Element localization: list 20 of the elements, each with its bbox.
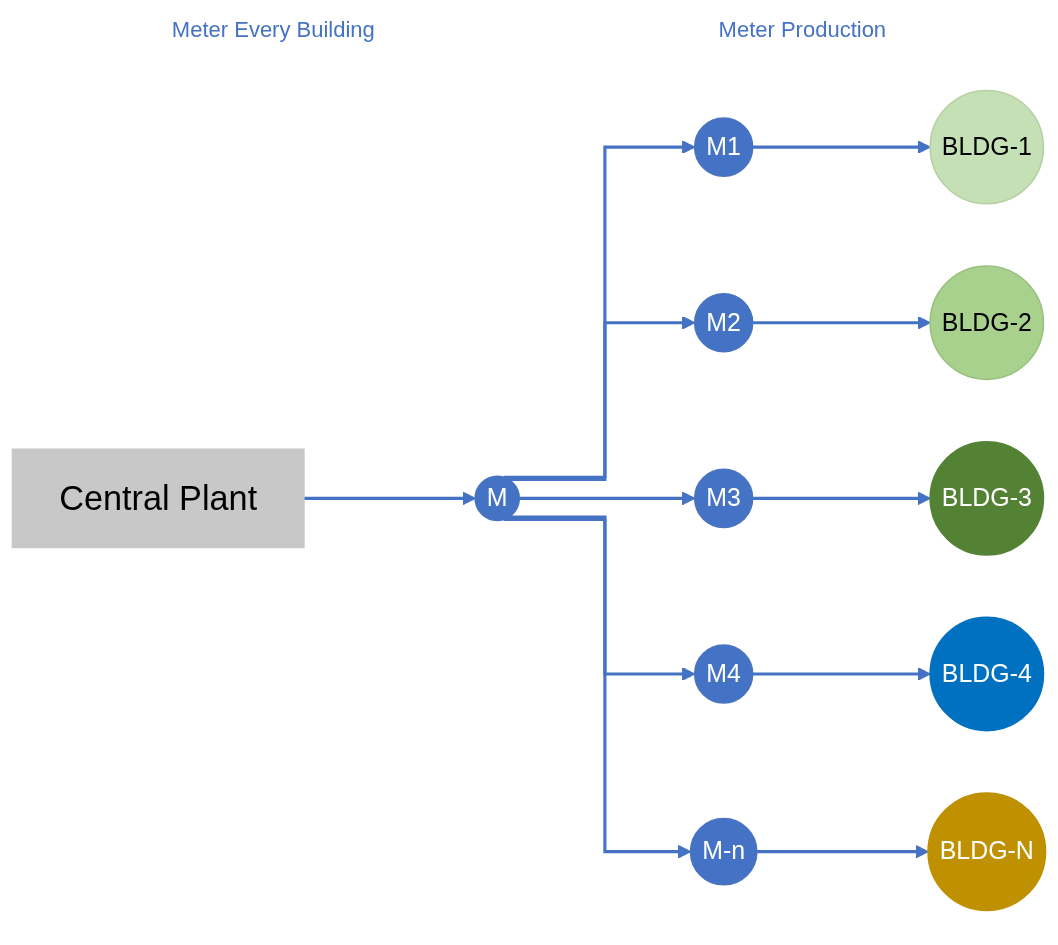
arrow: [752, 666, 931, 681]
section-heading: Meter Every Building: [171, 17, 375, 43]
node-box: Central Plant: [11, 448, 305, 548]
node-circle: BLDG-1: [929, 89, 1045, 205]
node-circle: M2: [693, 292, 754, 353]
section-heading: Meter Production: [718, 17, 887, 43]
arrow: [756, 844, 929, 859]
node-circle: BLDG-3: [929, 440, 1045, 556]
arrow: [752, 315, 931, 330]
node-circle: M3: [693, 468, 754, 528]
arrow: [752, 491, 931, 505]
node-circle: BLDG-2: [929, 264, 1045, 380]
node-circle: M4: [693, 643, 754, 704]
arrow: [752, 139, 931, 154]
node-circle: BLDG-N: [927, 791, 1047, 911]
node-circle: BLDG-4: [929, 616, 1045, 731]
node-circle: M: [474, 475, 521, 521]
node-circle: M1: [693, 116, 754, 177]
arrow: [303, 491, 476, 505]
node-circle: M-n: [689, 817, 758, 886]
